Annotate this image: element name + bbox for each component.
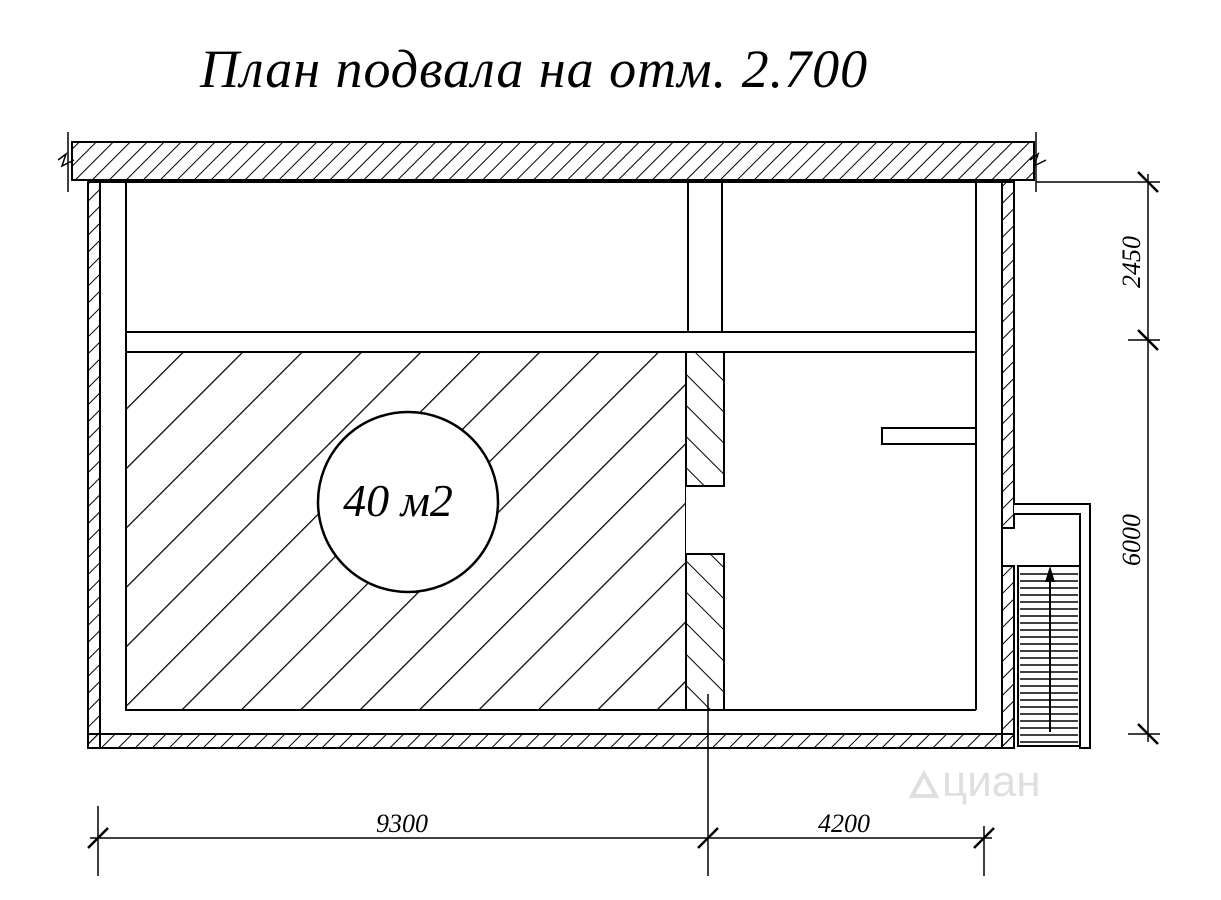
bottom-wall — [87, 733, 1015, 749]
room-partition-upper — [685, 351, 725, 487]
watermark-logo: циан — [908, 757, 1041, 806]
dimension-9300: 9300 — [376, 809, 428, 838]
area-circle — [316, 410, 500, 594]
top-wall — [57, 132, 1047, 192]
left-wall — [87, 181, 101, 749]
area-text: 40 м2 — [343, 475, 453, 526]
plan-title: План подвала на отм. 2.700 — [200, 39, 869, 99]
dimension-2450: 2450 — [1117, 236, 1146, 288]
doorway — [686, 485, 724, 555]
watermark-icon — [908, 769, 940, 798]
staircase — [1014, 503, 1091, 749]
stair-arrow-head — [1045, 566, 1055, 582]
area-label: 40 м2 — [316, 410, 500, 594]
dimension-6000: 6000 — [1117, 514, 1146, 566]
watermark-text: циан — [942, 757, 1041, 806]
vertical-dimensions — [1036, 171, 1160, 745]
right-wall — [1001, 181, 1015, 749]
dimension-4200: 4200 — [818, 809, 870, 838]
horizontal-dimensions — [87, 694, 995, 876]
room-partition-lower — [685, 553, 725, 711]
top-vertical-partition — [687, 181, 723, 333]
horizontal-partition — [125, 331, 977, 353]
wall-stub — [881, 427, 977, 445]
